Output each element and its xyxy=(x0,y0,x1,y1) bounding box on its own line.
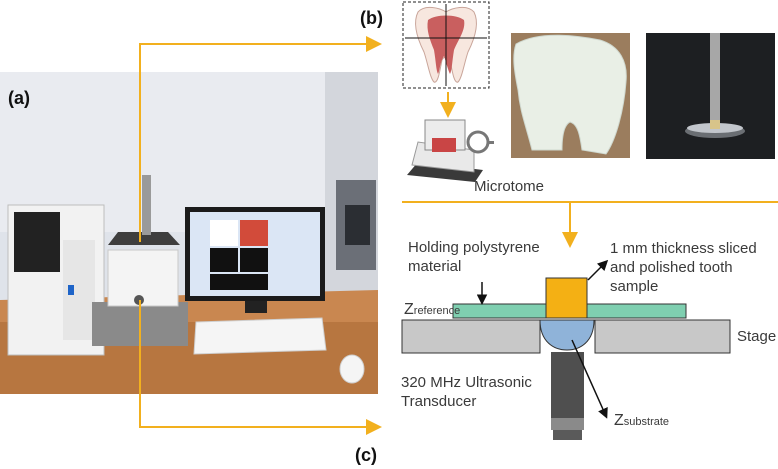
arrow-to-b xyxy=(139,36,382,242)
arrow-to-c xyxy=(139,300,382,435)
z-substrate-sub: substrate xyxy=(623,416,670,428)
transducer-lens xyxy=(539,319,595,351)
stage-left xyxy=(401,319,541,354)
sample-label: 1 mm thickness sliced and polished tooth… xyxy=(610,240,757,295)
panel-label-b: (b) xyxy=(360,8,383,28)
transducer-label: 320 MHz Ultrasonic Transducer xyxy=(401,374,532,410)
panel-label-a: (a) xyxy=(8,88,30,108)
z-reference-main: Z xyxy=(404,301,414,318)
z-reference-sub: reference xyxy=(413,305,461,317)
stage-label: Stage xyxy=(737,328,777,345)
holding-material-label: Holding polystyrene material xyxy=(408,239,540,275)
sample-pointer xyxy=(587,259,609,281)
microtome-label: Microtome xyxy=(474,178,545,195)
z-substrate-main: Z xyxy=(614,412,624,429)
transducer-body xyxy=(551,352,584,418)
z-substrate-label: Zsubstrate xyxy=(614,411,669,432)
panel-label-c: (c) xyxy=(355,445,377,465)
substrate-pointer xyxy=(571,339,608,419)
z-reference-label: Zreference xyxy=(404,300,460,321)
stage-right xyxy=(594,319,731,354)
tooth-sample xyxy=(545,277,588,319)
